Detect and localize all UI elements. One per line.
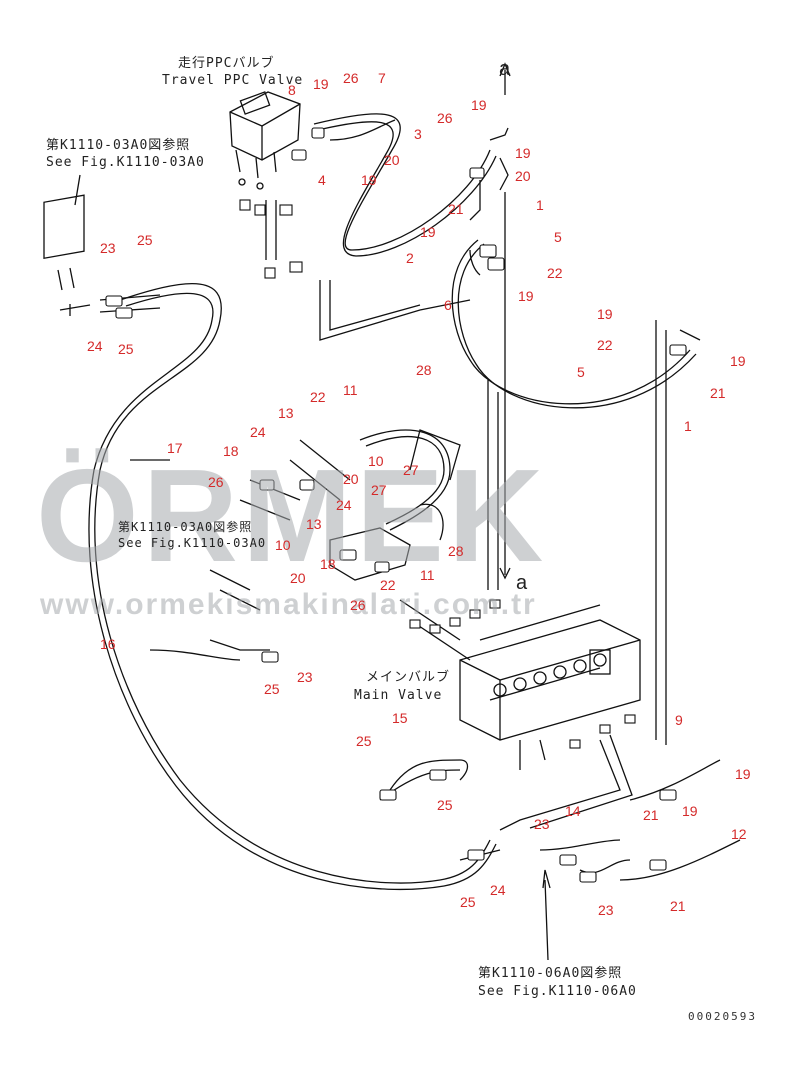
part-callout: 18 xyxy=(320,556,336,572)
part-callout: 3 xyxy=(414,126,422,142)
part-callout: 24 xyxy=(490,882,506,898)
part-callout: 25 xyxy=(118,341,134,357)
part-callout: 25 xyxy=(460,894,476,910)
part-callout: 17 xyxy=(167,440,183,456)
part-callout: 22 xyxy=(547,265,563,281)
part-callout: 19 xyxy=(735,766,751,782)
part-callout: 27 xyxy=(371,482,387,498)
part-callout: 19 xyxy=(361,172,377,188)
part-callout: 19 xyxy=(518,288,534,304)
part-callout: 10 xyxy=(368,453,384,469)
part-callout: 24 xyxy=(87,338,103,354)
part-callout: 23 xyxy=(297,669,313,685)
part-callout: 2 xyxy=(406,250,414,266)
pipe-lines xyxy=(265,62,701,745)
ref-label-3-en: See Fig.K1110-06A0 xyxy=(478,984,637,999)
main-valve-label-jp: メインバルブ xyxy=(366,670,451,685)
part-callout: 26 xyxy=(208,474,224,490)
part-callout: 23 xyxy=(534,816,550,832)
part-callout: 25 xyxy=(137,232,153,248)
part-callout: 16 xyxy=(100,636,116,652)
part-callout: 21 xyxy=(670,898,686,914)
part-callout: 10 xyxy=(275,537,291,553)
part-callout: 26 xyxy=(437,110,453,126)
part-callout: 11 xyxy=(420,567,435,583)
part-callout: 19 xyxy=(313,76,329,92)
part-callout: 28 xyxy=(448,543,464,559)
part-callout: 7 xyxy=(378,70,386,86)
part-callout: 22 xyxy=(310,389,326,405)
part-callout: 13 xyxy=(278,405,294,421)
part-callout: 21 xyxy=(448,201,464,217)
lower-hoses xyxy=(379,734,741,961)
part-callout: 19 xyxy=(515,145,531,161)
ref-label-1-en: See Fig.K1110-03A0 xyxy=(46,155,205,170)
document-number: 00020593 xyxy=(688,1010,757,1023)
part-callout: 8 xyxy=(288,82,296,98)
part-callout: 19 xyxy=(730,353,746,369)
travel-ppc-label-en: Travel PPC Valve xyxy=(162,73,304,88)
part-callout: 20 xyxy=(290,570,306,586)
main-valve-label-en: Main Valve xyxy=(354,688,443,703)
part-callout: 5 xyxy=(577,364,585,380)
part-callout: 25 xyxy=(356,733,372,749)
part-callout: 20 xyxy=(515,168,531,184)
center-control-block xyxy=(209,429,461,611)
travel-ppc-label-jp: 走行PPCバルブ xyxy=(178,56,275,71)
part-callout: 22 xyxy=(597,337,613,353)
part-callout: 6 xyxy=(444,297,452,313)
part-callout: 23 xyxy=(100,240,116,256)
part-callout: 25 xyxy=(264,681,280,697)
part-callout: 19 xyxy=(597,306,613,322)
part-callout: 21 xyxy=(643,807,659,823)
part-callout: 15 xyxy=(392,710,408,726)
part-callout: 28 xyxy=(416,362,432,378)
travel-ppc-valve xyxy=(229,91,301,190)
part-callout: 18 xyxy=(223,443,239,459)
part-callout: 5 xyxy=(554,229,562,245)
part-callout: 19 xyxy=(682,803,698,819)
part-callout: 27 xyxy=(403,462,419,478)
part-callout: 20 xyxy=(384,152,400,168)
part-callout: 9 xyxy=(675,712,683,728)
part-callout: 24 xyxy=(250,424,266,440)
ref-label-2-en: See Fig.K1110-03A0 xyxy=(118,536,267,550)
part-callout: 14 xyxy=(565,803,581,819)
upper-hoses xyxy=(313,113,697,409)
ref-label-2-jp: 第K1110-03A0図参照 xyxy=(118,520,253,534)
part-callout: 13 xyxy=(306,516,322,532)
part-callout: 21 xyxy=(710,385,726,401)
part-callout: 19 xyxy=(420,224,436,240)
part-callout: 1 xyxy=(684,418,692,434)
part-callout: 1 xyxy=(536,197,544,213)
arrow-a-mid: a xyxy=(516,572,528,594)
ref-label-3-jp: 第K1110-06A0図参照 xyxy=(478,966,623,981)
part-callout: 12 xyxy=(731,826,747,842)
watermark-brand: ÖRMEK xyxy=(36,442,548,589)
ref-label-1-jp: 第K1110-03A0図参照 xyxy=(46,138,191,153)
arrow-a-top: a xyxy=(499,58,511,80)
watermark-url: www.ormekismakinalari.com.tr xyxy=(40,588,537,621)
part-callout: 26 xyxy=(343,70,359,86)
part-callout: 24 xyxy=(336,497,352,513)
left-ref-valve xyxy=(43,174,161,316)
part-callout: 22 xyxy=(380,577,396,593)
main-valve xyxy=(399,599,641,770)
part-callout: 4 xyxy=(318,172,326,188)
part-callout: 26 xyxy=(350,597,366,613)
part-callout: 25 xyxy=(437,797,453,813)
part-callout: 11 xyxy=(343,382,358,398)
part-callout: 19 xyxy=(471,97,487,113)
part-callout: 20 xyxy=(343,471,359,487)
long-hose-left xyxy=(88,282,497,891)
part-callout: 23 xyxy=(598,902,614,918)
